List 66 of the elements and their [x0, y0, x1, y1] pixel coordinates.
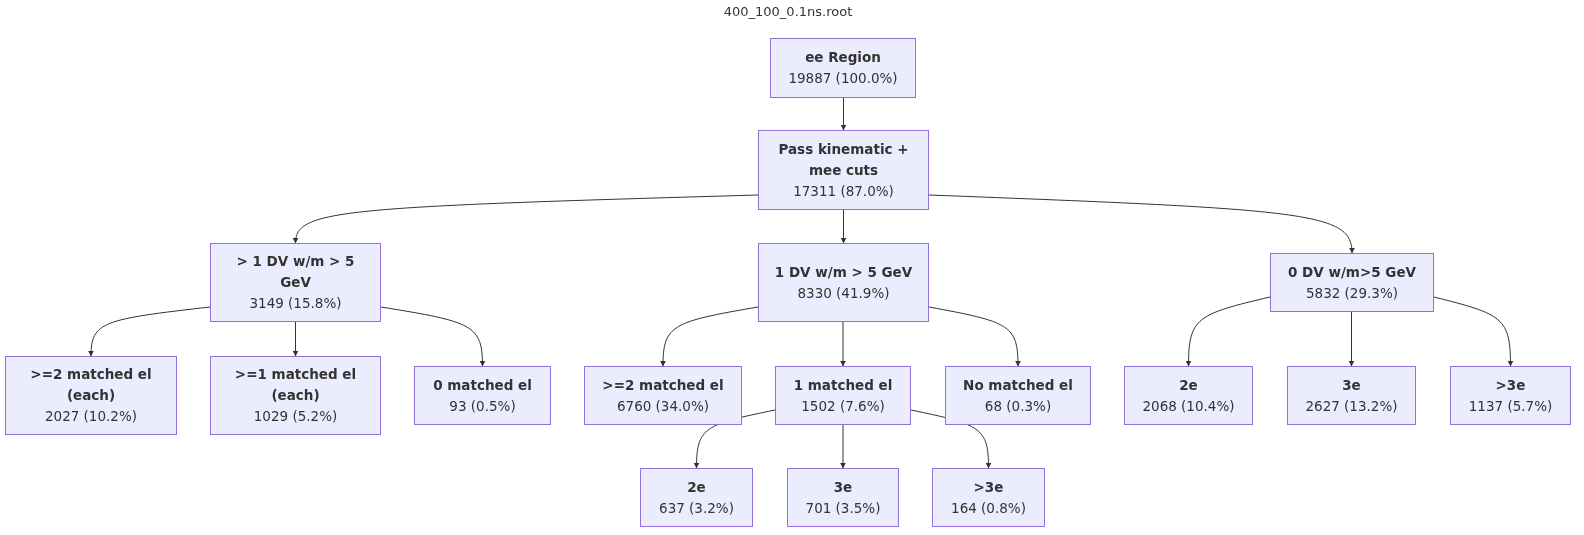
- node-count: 1137 (5.7%): [1468, 396, 1553, 416]
- node-title: >=2 matched el: [602, 375, 724, 395]
- node-title: 1 DV w/m > 5 GeV: [774, 262, 913, 282]
- node-count: 8330 (41.9%): [797, 283, 890, 303]
- arrow: [1433, 296, 1514, 367]
- node-title: > 1 DV w/m > 5 GeV: [235, 252, 356, 292]
- arrow: [840, 209, 847, 244]
- process-box: [758, 130, 929, 210]
- process-box: [1450, 366, 1571, 425]
- arrow: [840, 321, 846, 367]
- arrow: [1185, 296, 1271, 367]
- node-title: No matched el: [963, 375, 1073, 395]
- diagram-title: 400_100_0.1ns.root: [722, 4, 854, 19]
- arrow: [293, 194, 759, 244]
- arrow: [88, 306, 211, 357]
- process-box: [414, 366, 551, 425]
- process-box: [1270, 253, 1434, 312]
- node-title: >=2 matched el (each): [29, 365, 153, 405]
- arrow: [928, 194, 1355, 254]
- node-count: 6760 (34.0%): [616, 396, 710, 416]
- node-count: 3149 (15.8%): [249, 294, 342, 313]
- node-title: 0 matched el: [433, 375, 532, 395]
- arrow: [380, 306, 486, 367]
- node-title: 0 DV w/m>5 GeV: [1288, 262, 1416, 282]
- process-box: [787, 468, 899, 527]
- arrow: [1348, 311, 1355, 367]
- node-title: >3e: [1495, 375, 1526, 395]
- process-box: [210, 243, 381, 322]
- node-count: 2027 (10.2%): [44, 407, 138, 426]
- node-title: >=1 matched el (each): [233, 365, 358, 405]
- node-title: 2e: [687, 477, 706, 497]
- node-count: 68 (0.3%): [984, 396, 1052, 416]
- node-title: ee Region: [805, 48, 881, 67]
- node-title: >3e: [973, 477, 1004, 497]
- node-count: 2627 (13.2%): [1305, 396, 1398, 416]
- node-title: Pass kinematic + mee cuts: [777, 139, 910, 180]
- arrow: [840, 424, 846, 469]
- node-title: 1 matched el: [793, 375, 893, 395]
- node-title: 3e: [833, 477, 853, 497]
- node-count: 5832 (29.3%): [1305, 283, 1399, 303]
- node-count: 1029 (5.2%): [253, 407, 338, 426]
- process-box: [770, 38, 916, 98]
- process-box: [945, 366, 1091, 425]
- arrow: [292, 321, 299, 357]
- process-box: [210, 356, 381, 435]
- process-box: [584, 366, 742, 425]
- node-title: 2e: [1179, 375, 1198, 395]
- process-box: [775, 366, 911, 425]
- node-title: 3e: [1342, 375, 1361, 395]
- node-count: 19887 (100.0%): [788, 69, 898, 88]
- process-box: [758, 243, 929, 322]
- node-count: 637 (3.2%): [659, 498, 734, 518]
- process-box: [932, 468, 1045, 527]
- arrow: [840, 97, 847, 131]
- node-count: 93 (0.5%): [449, 396, 516, 416]
- node-count: 2068 (10.4%): [1142, 396, 1235, 416]
- process-box: [640, 468, 753, 527]
- process-box: [5, 356, 177, 435]
- node-count: 701 (3.5%): [805, 498, 881, 518]
- node-count: 164 (0.8%): [951, 498, 1026, 518]
- node-count: 1502 (7.6%): [801, 396, 885, 416]
- node-count: 17311 (87.0%): [793, 181, 894, 201]
- arrow: [928, 306, 1021, 367]
- process-box: [1287, 366, 1416, 425]
- arrow: [660, 306, 759, 367]
- process-box: [1124, 366, 1253, 425]
